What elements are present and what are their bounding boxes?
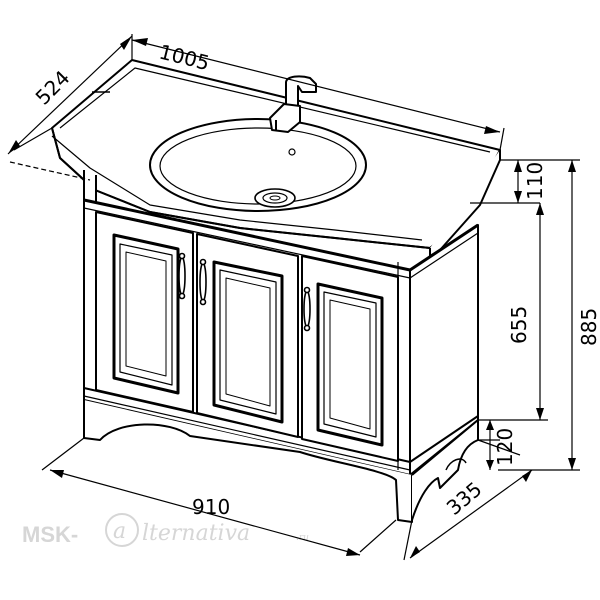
watermark-text-script: lternativa	[142, 521, 250, 546]
watermark: MSK- a lternativa .ru	[22, 513, 309, 547]
dim-width-base: 910	[192, 495, 230, 519]
faucet-icon	[269, 75, 317, 133]
dim-height-total: 885	[577, 308, 600, 346]
overflow-hole-icon	[288, 148, 296, 156]
door-left	[95, 211, 194, 413]
watermark-text-suffix: .ru	[296, 533, 309, 543]
handle-icon	[178, 252, 186, 300]
dim-depth-top: 524	[31, 66, 75, 110]
plinth	[83, 400, 479, 523]
dim-depth-base: 335	[442, 477, 487, 520]
svg-text:a: a	[113, 519, 126, 544]
dim-height-top: 110	[523, 162, 547, 200]
dimension-arrows	[8, 36, 576, 558]
handle-icon	[303, 286, 311, 332]
dimension-lines	[7, 34, 580, 561]
dim-height-body: 655	[507, 306, 531, 344]
dim-height-plinth: 120	[493, 428, 517, 466]
basin-bowl	[149, 118, 367, 212]
drain-icon	[254, 188, 296, 208]
handle-icon	[199, 258, 207, 306]
watermark-at-icon	[105, 513, 139, 547]
door-right	[301, 255, 399, 462]
watermark-text-left: MSK-	[22, 522, 78, 547]
door-center	[196, 233, 299, 438]
